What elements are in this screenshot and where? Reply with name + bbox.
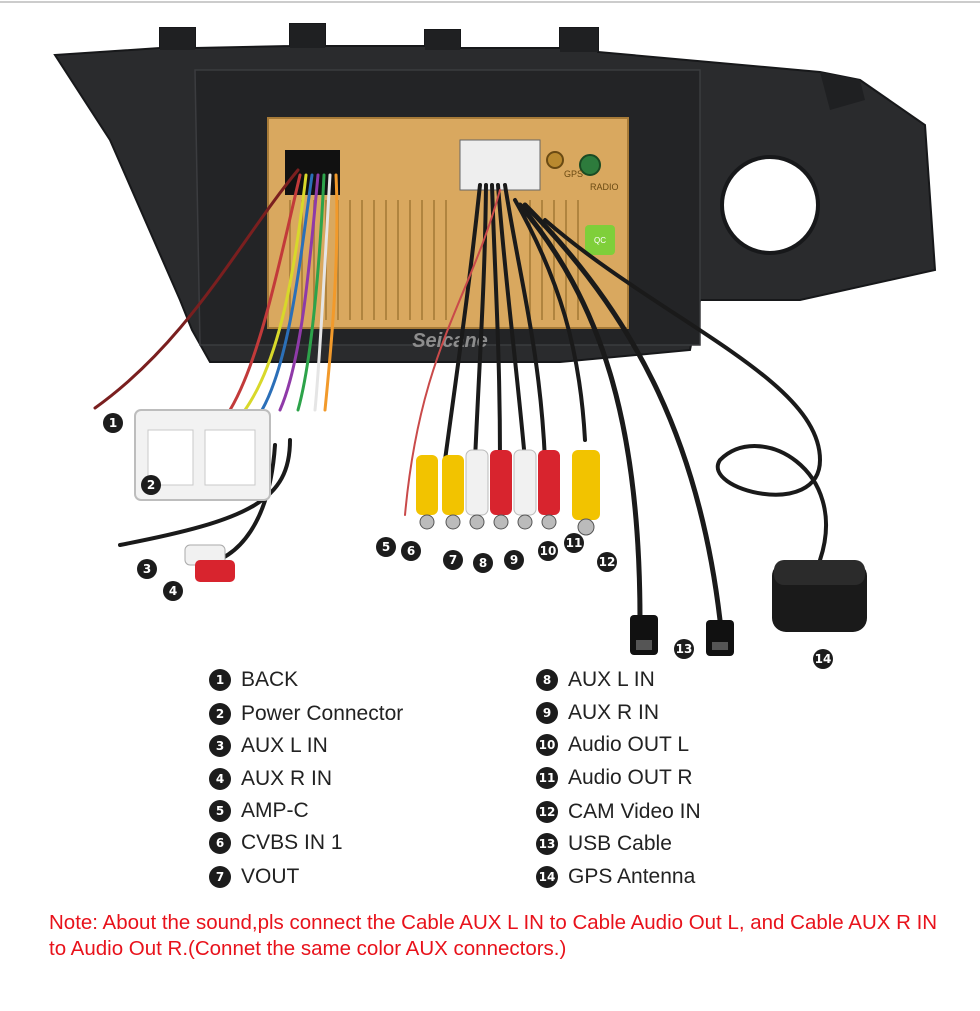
legend-number: 13 bbox=[536, 833, 558, 855]
legend-label: AMP-C bbox=[241, 799, 309, 822]
legend-item: 3 AUX L IN bbox=[209, 734, 328, 758]
qc-sticker: QC bbox=[594, 236, 606, 245]
legend-item: 14 GPS Antenna bbox=[536, 865, 695, 889]
legend-label: AUX L IN bbox=[241, 734, 328, 757]
legend-item: 8 AUX L IN bbox=[536, 668, 655, 692]
legend-label: USB Cable bbox=[568, 832, 672, 855]
callout-12-badge: 12 bbox=[597, 552, 617, 572]
legend-item: 6 CVBS IN 1 bbox=[209, 831, 343, 855]
legend-item: 2 Power Connector bbox=[209, 702, 403, 726]
callout-3-badge: 3 bbox=[137, 559, 157, 579]
legend-number: 1 bbox=[209, 669, 231, 691]
radio-port-label: RADIO bbox=[590, 182, 619, 192]
usb-plugs bbox=[630, 615, 734, 656]
gps-antenna-puck bbox=[772, 560, 867, 632]
legend-item: 10 Audio OUT L bbox=[536, 733, 689, 757]
gps-port-label: GPS bbox=[564, 169, 583, 179]
legend-item: 13 USB Cable bbox=[536, 832, 672, 856]
legend-number: 6 bbox=[209, 832, 231, 854]
wire-harness bbox=[93, 168, 828, 623]
callout-5-badge: 5 bbox=[376, 537, 396, 557]
unit-photo: QC GPS RADIO Seicane bbox=[0, 1, 980, 656]
callout-7-badge: 7 bbox=[443, 550, 463, 570]
legend-number: 7 bbox=[209, 866, 231, 888]
legend-item: 9 AUX R IN bbox=[536, 701, 659, 725]
legend-label: AUX R IN bbox=[568, 701, 660, 724]
legend-label: AUX R IN bbox=[241, 767, 333, 790]
callout-8-badge: 8 bbox=[473, 553, 493, 573]
rca-connectors bbox=[184, 449, 600, 582]
legend-label: CAM Video IN bbox=[568, 800, 701, 823]
legend-number: 14 bbox=[536, 866, 558, 888]
legend-item: 12 CAM Video IN bbox=[536, 800, 701, 824]
callout-1-badge: 1 bbox=[103, 413, 123, 433]
legend-label: Audio OUT R bbox=[568, 766, 693, 789]
callout-14-badge: 14 bbox=[813, 649, 833, 669]
callout-4-badge: 4 bbox=[163, 581, 183, 601]
sound-connection-note: Note: About the sound,pls connect the Ca… bbox=[49, 911, 938, 960]
legend-number: 5 bbox=[209, 800, 231, 822]
legend-label: Audio OUT L bbox=[568, 733, 690, 756]
legend-label: GPS Antenna bbox=[568, 865, 696, 888]
brand-watermark: Seicane bbox=[412, 330, 488, 352]
power-connector bbox=[134, 409, 271, 501]
callout-10-badge: 10 bbox=[538, 541, 558, 561]
legend-label: Power Connector bbox=[241, 702, 404, 725]
legend-number: 4 bbox=[209, 768, 231, 790]
callout-2-badge: 2 bbox=[141, 475, 161, 495]
legend-number: 3 bbox=[209, 735, 231, 757]
legend-label: AUX L IN bbox=[568, 668, 655, 691]
callout-13-badge: 13 bbox=[674, 639, 694, 659]
callout-6-badge: 6 bbox=[401, 541, 421, 561]
legend-item: 11 Audio OUT R bbox=[536, 766, 693, 790]
legend-label: VOUT bbox=[241, 865, 300, 888]
legend-number: 11 bbox=[536, 767, 558, 789]
legend-item: 4 AUX R IN bbox=[209, 767, 332, 791]
legend-item: 5 AMP-C bbox=[209, 799, 309, 823]
legend-number: 10 bbox=[536, 734, 558, 756]
legend-item: 7 VOUT bbox=[209, 865, 299, 889]
legend-number: 12 bbox=[536, 801, 558, 823]
legend-label: BACK bbox=[241, 668, 299, 691]
legend-label: CVBS IN 1 bbox=[241, 831, 343, 854]
legend-number: 8 bbox=[536, 669, 558, 691]
callout-11-badge: 11 bbox=[564, 533, 584, 553]
callout-9-badge: 9 bbox=[504, 550, 524, 570]
legend-number: 2 bbox=[209, 703, 231, 725]
legend-item: 1 BACK bbox=[209, 668, 298, 692]
legend-number: 9 bbox=[536, 702, 558, 724]
